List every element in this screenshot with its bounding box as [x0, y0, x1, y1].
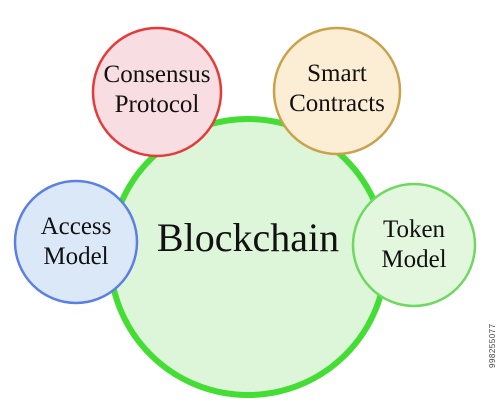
- node-token-model: Token Model: [351, 182, 477, 308]
- node-access-model-line-1: Access: [41, 213, 112, 240]
- node-consensus-protocol: Consensus Protocol: [91, 26, 223, 158]
- node-smart-contracts: Smart Contracts: [272, 26, 402, 156]
- watermark-id: 998255077: [488, 323, 497, 369]
- node-token-model-circle: [351, 182, 477, 308]
- node-consensus-protocol-line-2: Protocol: [115, 91, 200, 118]
- center-node: Blockchain: [107, 116, 389, 398]
- node-token-model-line-2: Model: [381, 246, 446, 273]
- node-smart-contracts-line-2: Contracts: [289, 90, 385, 117]
- node-smart-contracts-line-1: Smart: [307, 60, 367, 87]
- node-consensus-protocol-line-1: Consensus: [104, 61, 211, 88]
- center-node-label: Blockchain: [157, 215, 339, 260]
- node-smart-contracts-circle: [272, 26, 402, 156]
- node-consensus-protocol-circle: [91, 26, 223, 158]
- node-access-model-line-2: Model: [43, 243, 108, 270]
- node-access-model-circle: [13, 179, 139, 305]
- node-access-model: Access Model: [13, 179, 139, 305]
- node-token-model-line-1: Token: [383, 216, 446, 243]
